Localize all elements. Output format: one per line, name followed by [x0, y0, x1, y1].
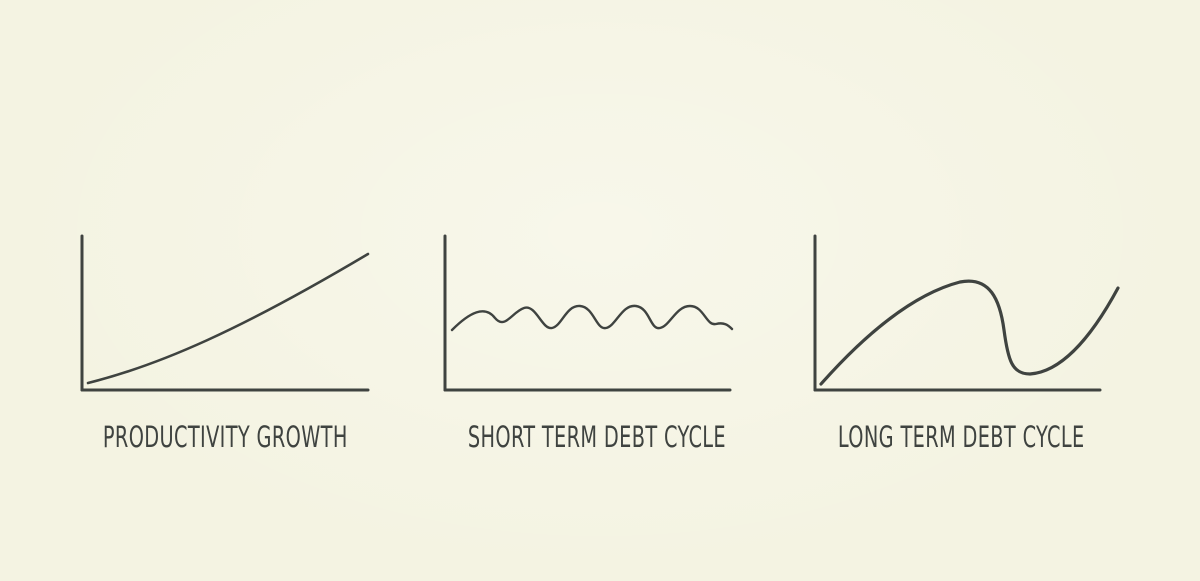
short-term-debt-cycle-panel	[443, 234, 734, 392]
long-term-cycle-curve	[819, 279, 1120, 386]
long-term-debt-cycle-label: LONG TERM DEBT CYCLE	[837, 420, 1085, 454]
long-term-debt-cycle-panel	[813, 234, 1120, 392]
productivity-growth-label: PRODUCTIVITY GROWTH	[102, 420, 348, 454]
short-term-debt-cycle-label: SHORT TERM DEBT CYCLE	[467, 420, 726, 454]
productivity-growth-curve	[86, 252, 370, 385]
short-term-cycle-wave	[450, 304, 734, 332]
productivity-growth-panel	[80, 234, 370, 392]
